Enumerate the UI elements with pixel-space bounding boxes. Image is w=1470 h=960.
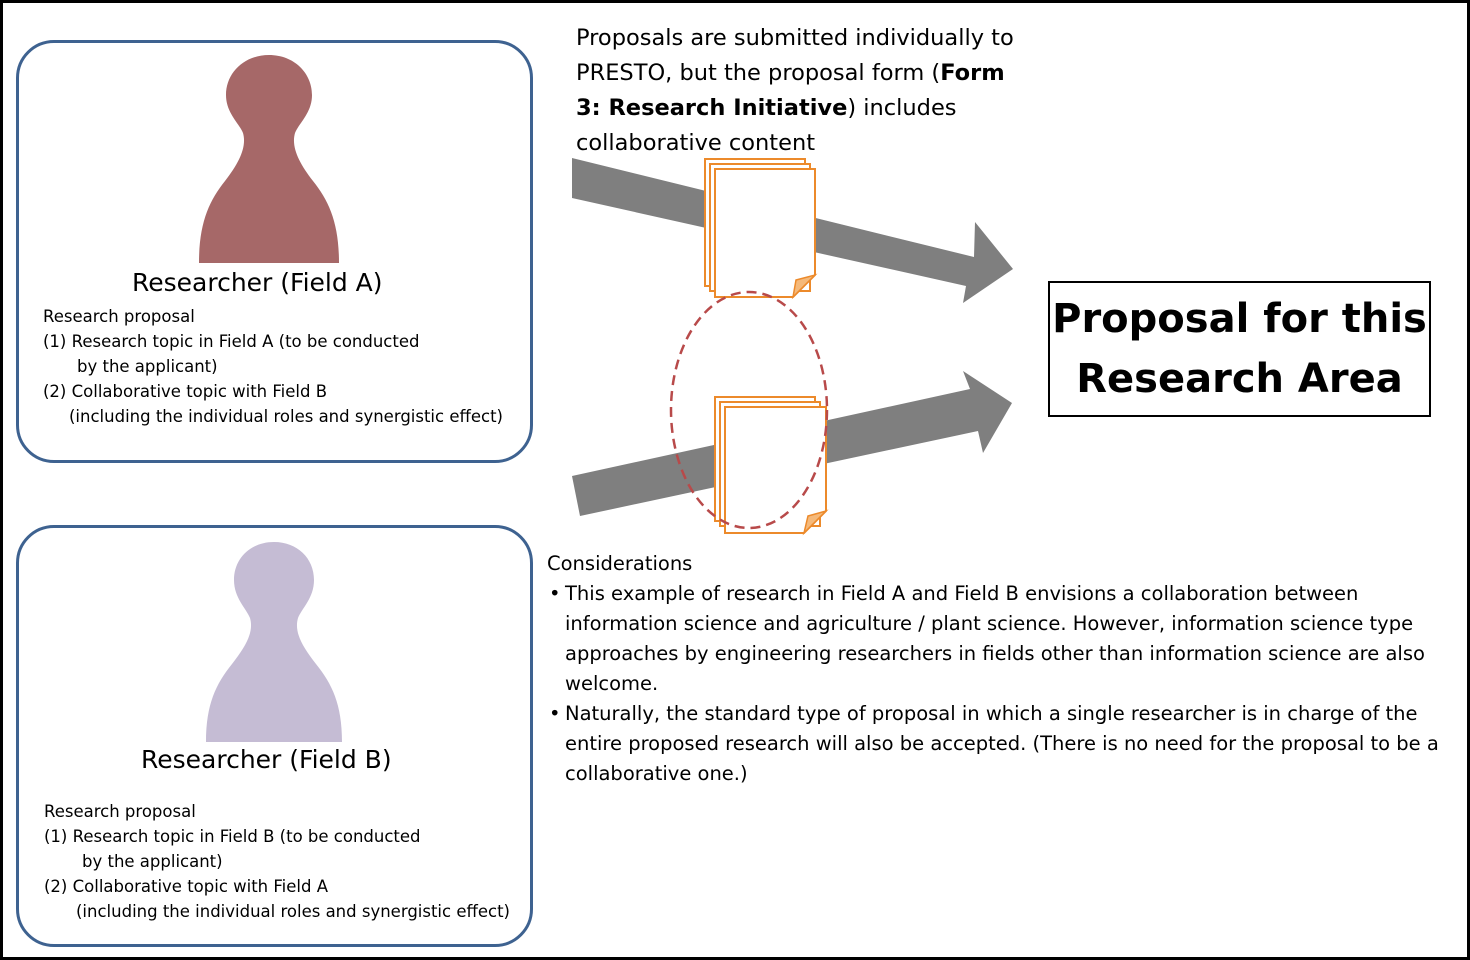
proposal-line: (1) Research topic in Field B (to be con… — [44, 827, 421, 846]
note-form-name: Form 3: Research Initiative — [576, 60, 1005, 121]
person-silhouette-icon — [206, 542, 342, 742]
proposal-line: by the applicant) — [77, 357, 218, 376]
target-label: Proposal for this Research Area — [1052, 296, 1427, 402]
researcher-b-panel: Researcher (Field B) Research proposal (… — [16, 525, 533, 947]
considerations-bullet: Naturally, the standard type of proposal… — [547, 699, 1457, 789]
proposal-line: by the applicant) — [82, 852, 223, 871]
considerations-bullet: This example of research in Field A and … — [547, 579, 1457, 699]
considerations-section: Considerations This example of research … — [547, 549, 1457, 789]
submission-note: Proposals are submitted individually to … — [576, 21, 1036, 161]
proposal-line: (2) Collaborative topic with Field A — [44, 877, 328, 896]
target-proposal-box: Proposal for this Research Area — [1048, 281, 1431, 417]
researcher-b-title: Researcher (Field B) — [141, 745, 392, 774]
note-text-before: Proposals are submitted individually to … — [576, 25, 1014, 86]
proposal-line: (including the individual roles and syne… — [76, 902, 510, 921]
considerations-heading: Considerations — [547, 552, 693, 575]
proposal-heading: Research proposal — [44, 802, 196, 821]
document-stack-icon — [714, 396, 829, 536]
researcher-b-proposal: Research proposal (1) Research topic in … — [44, 799, 510, 924]
researcher-a-panel: Researcher (Field A) Research proposal (… — [16, 40, 533, 463]
person-silhouette-icon — [199, 55, 339, 263]
researcher-a-title: Researcher (Field A) — [132, 268, 383, 297]
researcher-b-figure — [206, 542, 342, 742]
proposal-line: (1) Research topic in Field A (to be con… — [43, 332, 420, 351]
proposal-line: (2) Collaborative topic with Field B — [43, 382, 328, 401]
collaboration-link-ellipse — [669, 290, 829, 530]
note-text-after: ) includes collaborative content — [576, 95, 957, 156]
researcher-a-figure — [199, 55, 339, 263]
proposal-line: (including the individual roles and syne… — [69, 407, 503, 426]
researcher-a-proposal: Research proposal (1) Research topic in … — [43, 304, 503, 429]
document-stack-icon — [704, 158, 818, 300]
proposal-heading: Research proposal — [43, 307, 195, 326]
